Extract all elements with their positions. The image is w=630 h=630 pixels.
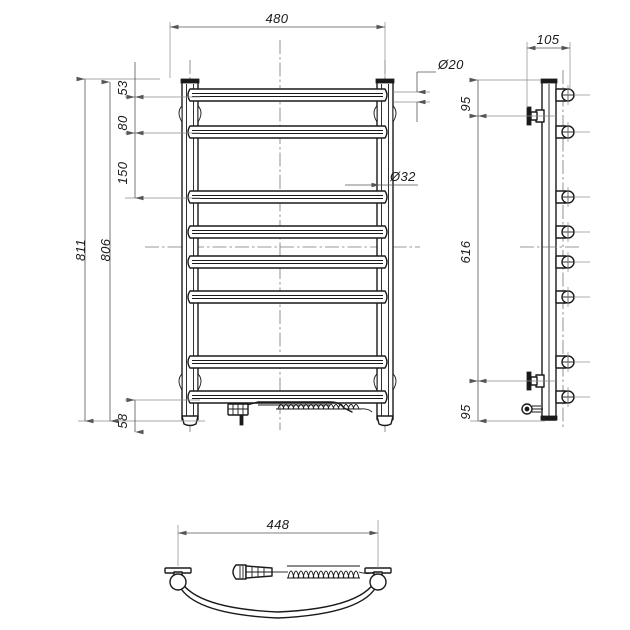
side-rung-7 <box>555 352 590 372</box>
dim-480: 480 <box>169 11 386 78</box>
dim-95-top-label: 95 <box>458 96 473 112</box>
heating-element-assembly <box>227 401 373 426</box>
dim-53-label: 53 <box>115 80 130 96</box>
rail-4 <box>187 225 388 239</box>
dim-150: 150 <box>115 130 200 201</box>
dim-616-label: 616 <box>458 240 473 263</box>
dim-811-label: 811 <box>73 239 88 261</box>
dim-d20: Ø20 <box>393 57 464 122</box>
side-rung-2 <box>555 122 590 142</box>
dim-616: 616 <box>458 113 527 384</box>
coiled-heater <box>277 404 360 410</box>
bottom-right-foot <box>364 567 392 591</box>
rail-8 <box>187 390 388 404</box>
dim-105-label: 105 <box>537 32 560 47</box>
left-vertical-post <box>180 78 200 427</box>
dim-95-bottom: 95 <box>458 378 545 424</box>
dim-448: 448 <box>177 517 378 566</box>
rail-2 <box>187 125 388 139</box>
rail-7 <box>187 355 388 369</box>
dim-448-label: 448 <box>267 517 290 532</box>
dim-95-bottom-label: 95 <box>458 404 473 420</box>
side-rungs <box>555 85 590 407</box>
bottom-power-cord <box>232 564 375 580</box>
dim-80-label: 80 <box>115 115 130 131</box>
dim-d32: Ø32 <box>345 169 418 188</box>
side-rung-3 <box>555 187 590 207</box>
dim-806: 806 <box>98 79 119 424</box>
wall-bracket-bottom <box>526 371 556 391</box>
dim-d32-label: Ø32 <box>389 169 416 184</box>
dim-d20-label: Ø20 <box>437 57 464 72</box>
rail-1 <box>187 88 388 102</box>
dim-58-label: 58 <box>115 413 130 429</box>
dim-150-label: 150 <box>115 161 130 184</box>
dim-480-label: 480 <box>266 11 289 26</box>
wall-mount-bosses <box>178 105 397 391</box>
dim-95-top: 95 <box>458 77 540 119</box>
rail-5 <box>187 255 388 269</box>
side-vertical-post <box>540 78 558 421</box>
bottom-left-foot <box>164 567 192 591</box>
side-rung-5 <box>555 252 590 272</box>
horizontal-rails <box>187 88 388 404</box>
bottom-view: 448 <box>164 517 392 619</box>
wall-bracket-top <box>526 106 556 126</box>
cord-coil <box>287 570 360 579</box>
side-cord-outlet <box>521 403 543 415</box>
dim-806-label: 806 <box>98 238 113 261</box>
rail-6 <box>187 290 388 304</box>
side-view: 105 95 616 95 <box>458 32 590 430</box>
side-rung-4 <box>555 222 590 242</box>
dim-105: 105 <box>526 32 571 108</box>
side-rung-1 <box>555 85 590 105</box>
dim-58: 58 <box>115 397 200 435</box>
rail-3 <box>187 190 388 204</box>
front-view: 480 811 806 53 80 15 <box>73 11 464 435</box>
side-rung-8 <box>555 387 590 407</box>
side-rung-6 <box>555 287 590 307</box>
